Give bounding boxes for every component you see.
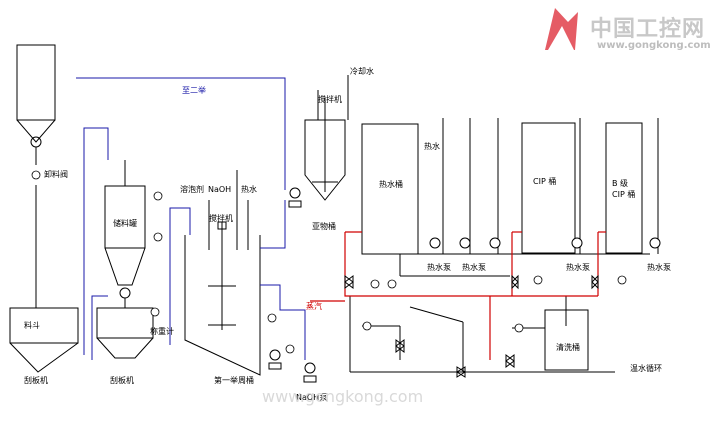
watermark: www.gongkong.com [262,387,424,406]
label-subtank: 亚物桶 [312,222,336,231]
label-b-cip-tank-2: CIP 桶 [612,190,636,199]
subtank [304,119,346,201]
label-tank-1: 第一举周桶 [214,376,254,385]
pump-icon [429,237,441,249]
label-cip-tank: CIP 桶 [533,177,557,186]
logo-mark [545,8,578,50]
gauge-icon [533,275,543,285]
label-mixer-1: 搅拌机 [209,214,233,223]
label-b-cip-tank-1: B 级 [612,179,629,188]
label-naoh-pump: NaOH泵 [296,393,328,402]
label-storage-tank: 储料罐 [113,219,137,228]
valve-icon [344,275,354,289]
gauge-icon [31,170,41,180]
label-feed-valve: 卸料阀 [44,170,68,179]
label-naoh: NaOH [208,185,232,194]
label-mixer-2: 搅拌机 [318,95,342,104]
label-clean-tank: 清洗桶 [556,343,580,352]
label-pump-c: 热水泵 [566,263,590,272]
pump-icon [571,237,583,249]
hopper [9,307,79,373]
pump-icon [268,349,282,370]
gauge-icon [514,323,524,333]
rotary-valve-icon [119,287,131,299]
gauge-icon [150,307,160,317]
gauge-icon [617,275,627,285]
label-steam: 蒸汽 [306,302,322,311]
hot-water-tank [361,123,419,255]
label-hot-water-tank: 热水桶 [379,180,403,189]
gauge-icon [153,232,163,242]
gauge-icon [153,191,163,201]
feed-silo [16,44,56,143]
steam-pipe-red [310,231,606,360]
valve-icon [511,274,519,290]
gauge-icon [285,344,295,354]
valve-icon [395,339,405,353]
pump-icon [288,187,302,208]
weigher [96,307,154,359]
b-cip-tank [605,122,643,254]
label-cip-return: 至二举 [182,86,206,95]
label-pump-b: 热水泵 [462,263,486,272]
valve-icon [591,274,599,290]
gauge-icon [362,321,372,331]
mixer-motor-icon [217,221,227,230]
brand-url: www.gongkong.com [597,40,711,51]
pump-icon [459,237,471,249]
gauge-icon [370,279,380,289]
valve-icon [505,354,515,368]
gauge-icon [267,313,277,323]
gauge-icon [387,279,397,289]
return-pipe-blue [76,77,306,360]
pump-icon [303,362,317,383]
label-pump-d: 热水泵 [647,263,671,272]
label-cooling-water: 冷却水 [350,67,374,76]
label-cold-water-return: 温水循环 [630,364,662,373]
label-elevator-2: 刮板机 [110,376,134,385]
pump-icon [649,237,661,249]
label-elevator-1: 刮板机 [24,376,48,385]
storage-tank [104,185,146,286]
mixing-tank-1 [184,235,261,376]
label-hopper: 料斗 [24,321,40,330]
valve-icon [456,366,466,378]
cip-tank [521,122,576,254]
label-additive: 溶泡剂 [180,185,204,194]
pump-icon [489,237,501,249]
label-pump-a: 热水泵 [427,263,451,272]
label-hot-water-top: 热水 [424,142,440,151]
label-hot-water: 热水 [241,185,257,194]
label-weigher: 称重计 [150,327,174,336]
brand-name: 中国工控网 [590,17,706,42]
